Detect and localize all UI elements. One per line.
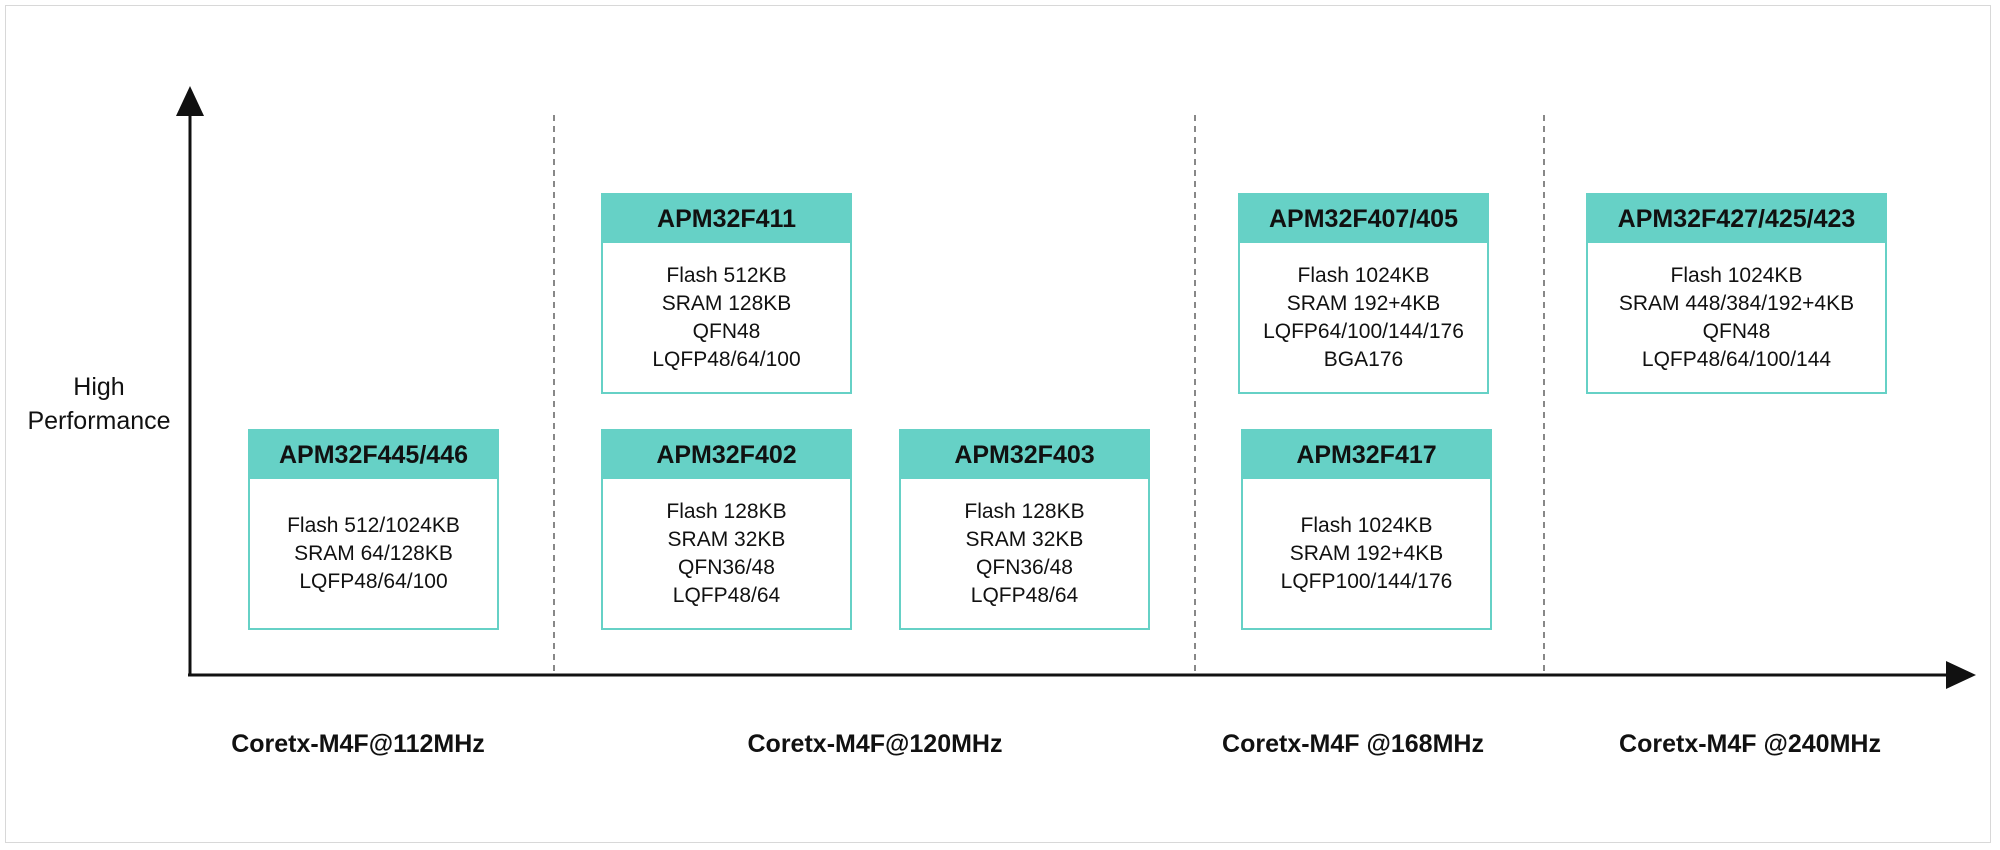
spec-line: QFN48 [692,319,761,343]
card-title: APM32F427/425/423 [1588,195,1885,243]
spec-line: LQFP64/100/144/176 [1263,319,1464,343]
spec-line: BGA176 [1323,347,1404,371]
spec-line: Flash 128KB [666,499,787,523]
spec-line: QFN36/48 [678,555,775,579]
spec-line: LQFP48/64 [672,583,781,607]
spec-line: Flash 512/1024KB [287,513,460,537]
diagram-frame [5,5,1991,843]
spec-line: Flash 1024KB [1670,263,1803,287]
card-specs: Flash 1024KB SRAM 192+4KB LQFP100/144/17… [1243,479,1490,628]
x-category-label-168mhz: Coretx-M4F @168MHz [1222,730,1484,758]
spec-line: SRAM 32KB [965,527,1084,551]
card-title: APM32F407/405 [1240,195,1487,243]
card-title: APM32F417 [1243,431,1490,479]
product-card-apm32f407-405: APM32F407/405 Flash 1024KB SRAM 192+4KB … [1238,193,1489,394]
spec-line: QFN48 [1702,319,1771,343]
product-card-apm32f403: APM32F403 Flash 128KB SRAM 32KB QFN36/48… [899,429,1150,630]
card-title: APM32F445/446 [250,431,497,479]
spec-line: QFN36/48 [976,555,1073,579]
card-title: APM32F411 [603,195,850,243]
product-card-apm32f417: APM32F417 Flash 1024KB SRAM 192+4KB LQFP… [1241,429,1492,630]
spec-line: LQFP48/64/100 [652,347,801,371]
x-category-label-120mhz: Coretx-M4F@120MHz [747,730,1003,758]
y-axis-label: High Performance [14,370,184,438]
spec-line: SRAM 192+4KB [1289,541,1444,565]
spec-line: LQFP48/64/100 [299,569,448,593]
card-specs: Flash 128KB SRAM 32KB QFN36/48 LQFP48/64 [603,479,850,628]
x-category-label-240mhz: Coretx-M4F @240MHz [1619,730,1881,758]
spec-line: LQFP48/64/100/144 [1641,347,1832,371]
card-specs: Flash 1024KB SRAM 192+4KB LQFP64/100/144… [1240,243,1487,392]
card-specs: Flash 512KB SRAM 128KB QFN48 LQFP48/64/1… [603,243,850,392]
spec-line: LQFP100/144/176 [1280,569,1453,593]
y-axis-label-line: Performance [27,407,171,435]
y-axis-arrow [176,86,204,116]
spec-line: SRAM 128KB [661,291,792,315]
spec-line: Flash 1024KB [1297,263,1430,287]
card-specs: Flash 512/1024KB SRAM 64/128KB LQFP48/64… [250,479,497,628]
card-specs: Flash 1024KB SRAM 448/384/192+4KB QFN48 … [1588,243,1885,392]
card-title: APM32F403 [901,431,1148,479]
product-card-apm32f402: APM32F402 Flash 128KB SRAM 32KB QFN36/48… [601,429,852,630]
spec-line: SRAM 64/128KB [294,541,453,565]
card-specs: Flash 128KB SRAM 32KB QFN36/48 LQFP48/64 [901,479,1148,628]
x-category-label-112mhz: Coretx-M4F@112MHz [231,730,485,758]
spec-line: SRAM 448/384/192+4KB [1618,291,1855,315]
spec-line: Flash 1024KB [1300,513,1433,537]
spec-line: SRAM 32KB [667,527,786,551]
spec-line: Flash 512KB [666,263,787,287]
spec-line: Flash 128KB [964,499,1085,523]
product-card-apm32f445-446: APM32F445/446 Flash 512/1024KB SRAM 64/1… [248,429,499,630]
spec-line: SRAM 192+4KB [1286,291,1441,315]
x-axis-arrow [1946,661,1976,689]
spec-line: LQFP48/64 [970,583,1079,607]
product-card-apm32f411: APM32F411 Flash 512KB SRAM 128KB QFN48 L… [601,193,852,394]
y-axis-label-line: High [73,373,125,401]
card-title: APM32F402 [603,431,850,479]
product-card-apm32f427-425-423: APM32F427/425/423 Flash 1024KB SRAM 448/… [1586,193,1887,394]
